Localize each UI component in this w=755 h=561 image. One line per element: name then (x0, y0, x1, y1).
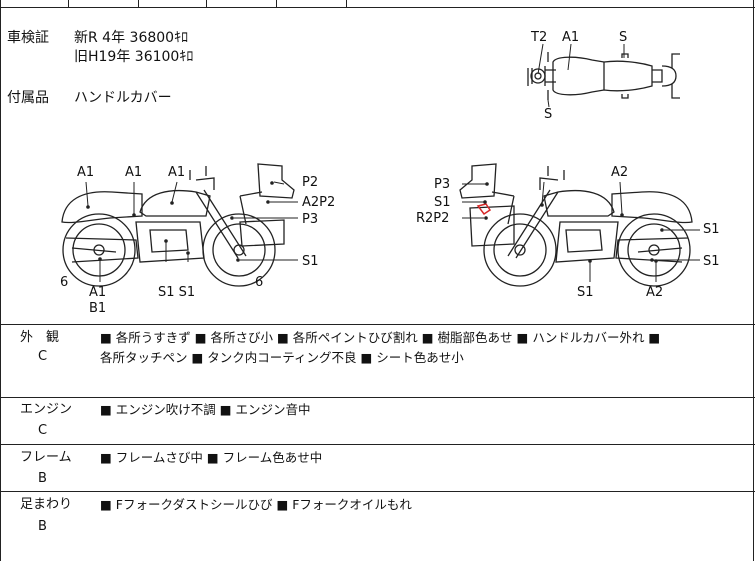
label-a2: A2 (646, 285, 664, 300)
label-a2: A2 (611, 165, 629, 180)
damage-highlight-mark (476, 203, 492, 216)
registration-old-mileage: 旧H19年 36100ｷﾛ (74, 49, 194, 65)
top-table-divider (206, 0, 207, 7)
label-t2: T2 (531, 30, 548, 45)
label-a1: A1 (562, 30, 580, 45)
label-p3: P3 (434, 177, 451, 192)
section-notes-exterior: ■ 各所うすきず ■ 各所さび小 ■ 各所ペイントひび割れ ■ 樹脂部色あせ ■… (100, 330, 661, 345)
label-s1-s1: S1 S1 (158, 285, 196, 300)
label-s1: S1 (302, 254, 319, 269)
label-a1: A1 (125, 165, 143, 180)
label-6: 6 (60, 275, 69, 290)
label-p3: P3 (302, 212, 319, 227)
registration-new-mileage: 新R 4年 36800ｷﾛ (74, 30, 189, 46)
registration-label: 車検証 (7, 30, 49, 46)
section-grade-engine: C (38, 423, 48, 438)
section-label-exterior: 外 観 (20, 330, 60, 345)
label-s1: S1 (434, 195, 451, 210)
motorcycle-damage-diagram (61, 43, 700, 287)
label-s: S (619, 30, 628, 45)
label-s: S (544, 107, 553, 122)
section-grade-exterior: C (38, 349, 48, 364)
section-notes-frame: ■ フレームさび中 ■ フレーム色あせ中 (100, 450, 323, 465)
label-r2p2: R2P2 (416, 211, 450, 226)
top-table-divider (68, 0, 69, 7)
motorcycle-top-view (527, 52, 680, 100)
top-table-divider (138, 0, 139, 7)
accessories-value: ハンドルカバー (74, 90, 172, 106)
label-6: 6 (255, 275, 264, 290)
accessories-label: 付属品 (7, 90, 49, 106)
label-b1: B1 (89, 301, 107, 316)
table-border (0, 397, 755, 398)
top-table-divider (276, 0, 277, 7)
label-a2p2: A2P2 (302, 195, 336, 210)
top-table-divider (346, 0, 347, 7)
top-table-border (0, 7, 755, 8)
section-label-engine: エンジン (20, 402, 73, 417)
label-s1: S1 (703, 222, 720, 237)
section-grade-frame: B (38, 471, 47, 486)
section-notes-engine: ■ エンジン吹け不調 ■ エンジン音中 (100, 402, 311, 417)
table-border (0, 444, 755, 445)
section-notes-exterior: 各所タッチペン ■ タンク内コーティング不良 ■ シート色あせ小 (100, 350, 464, 365)
section-label-suspension: 足まわり (20, 497, 73, 512)
motorcycle-left-side-view (61, 163, 295, 287)
section-grade-suspension: B (38, 519, 47, 534)
motorcycle-right-side-view (459, 163, 693, 287)
section-notes-suspension: ■ Fフォークダストシールひび ■ Fフォークオイルもれ (100, 497, 412, 512)
label-s1: S1 (703, 254, 720, 269)
table-border (0, 324, 755, 325)
label-a1: A1 (168, 165, 186, 180)
label-a1: A1 (77, 165, 95, 180)
label-a1: A1 (89, 285, 107, 300)
label-s1: S1 (577, 285, 594, 300)
table-border (0, 491, 755, 492)
label-p2: P2 (302, 175, 319, 190)
section-label-frame: フレーム (20, 450, 72, 465)
